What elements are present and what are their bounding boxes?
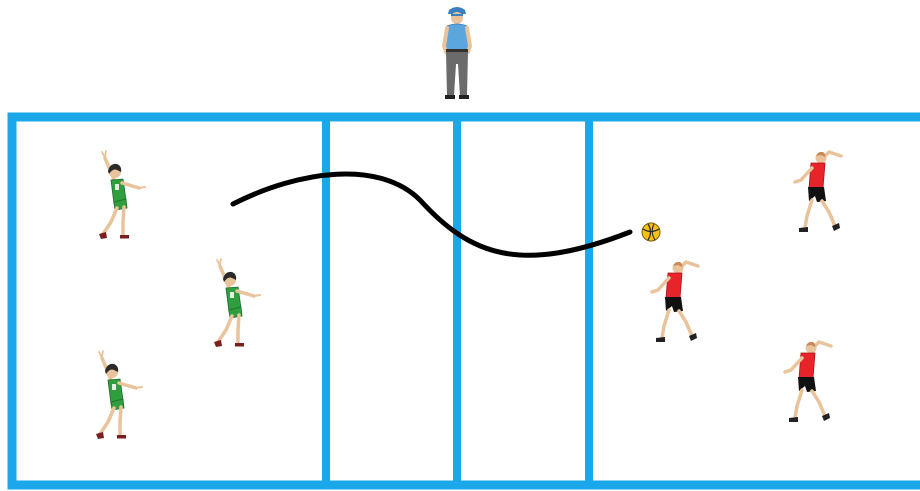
red-player: [652, 262, 698, 342]
court-boundary: [12, 117, 920, 485]
green-player: [99, 151, 145, 239]
court-lines: [12, 117, 920, 485]
red-player: [795, 152, 841, 232]
red-player: [785, 342, 831, 422]
volleyball-icon: [642, 223, 660, 241]
ball-trajectory-curve: [233, 174, 630, 255]
green-player: [96, 351, 142, 439]
referee-figure: [444, 7, 470, 99]
green-player: [214, 259, 260, 347]
